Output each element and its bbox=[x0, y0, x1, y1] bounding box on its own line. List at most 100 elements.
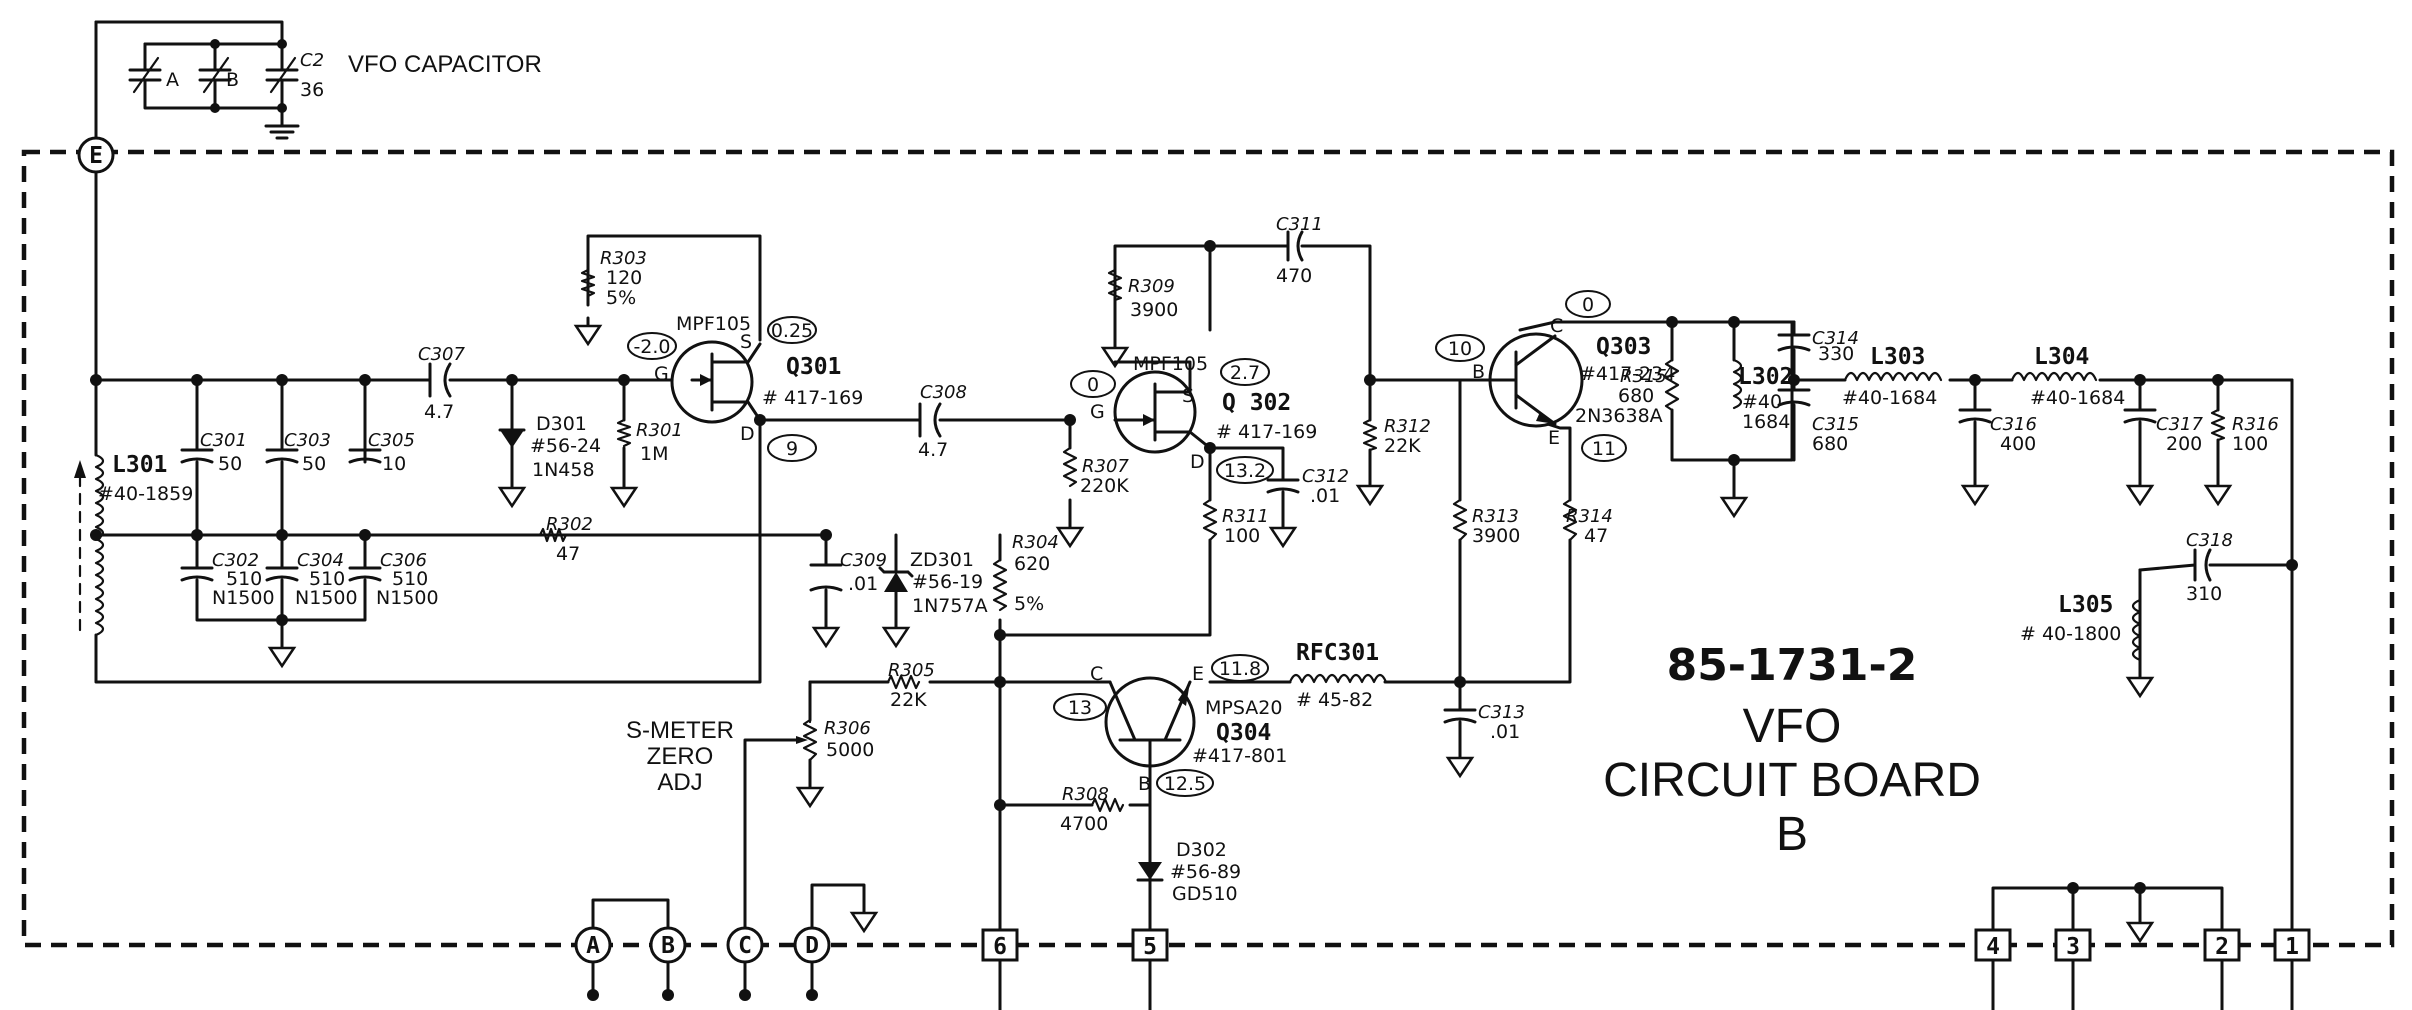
terminal-4-label: 4 bbox=[1986, 934, 2000, 960]
terminal-2: 2 bbox=[2203, 928, 2241, 962]
r313-ref: R313 bbox=[1472, 506, 1519, 527]
r303-ref: R303 bbox=[600, 248, 647, 269]
l301-part: #40-1859 bbox=[98, 483, 193, 505]
c311-value: 470 bbox=[1276, 265, 1312, 287]
c313-ref: C313 bbox=[1478, 702, 1525, 723]
r307-ref: R307 bbox=[1082, 456, 1129, 477]
s-meter-line1: S-METER bbox=[626, 717, 734, 744]
q303-ref: Q303 bbox=[1596, 334, 1651, 360]
q304-ref: Q304 bbox=[1216, 720, 1271, 746]
terminal-e-label: E bbox=[89, 143, 103, 169]
component-labels: L301 #40-1859 C301 50 C303 50 C305 10 C3… bbox=[98, 214, 2279, 905]
zd301-type: 1N757A bbox=[912, 595, 988, 617]
c2-label: C2 bbox=[300, 50, 324, 71]
q304-b: B bbox=[1138, 773, 1151, 795]
l302-part1: #40- bbox=[1742, 391, 1789, 413]
r306-potentiometer bbox=[796, 718, 812, 744]
q301-s: S bbox=[740, 331, 752, 353]
l304-ref: L304 bbox=[2034, 344, 2089, 370]
c304-value: 510 bbox=[309, 568, 345, 590]
c318-value: 310 bbox=[2186, 583, 2222, 605]
l302-ref: L302 bbox=[1738, 364, 1793, 390]
c307-ref: C307 bbox=[418, 344, 465, 365]
resistor-zigzags bbox=[538, 268, 2226, 813]
vfo-capacitor: A B C2 36 VFO CAPACITOR bbox=[94, 20, 542, 142]
terminal-d: D bbox=[793, 926, 831, 964]
d301-type: 1N458 bbox=[532, 459, 595, 481]
l303-part: #40-1684 bbox=[1842, 387, 1937, 409]
c306-ref: C306 bbox=[380, 550, 427, 571]
board-title-line3: B bbox=[1776, 808, 1808, 861]
c308-value: 4.7 bbox=[918, 439, 948, 461]
voltage-markers: -2.0 0.25 9 0 2.7 13.2 10 0 11 13 11.8 1… bbox=[627, 290, 1627, 797]
c302-tc: N1500 bbox=[212, 587, 275, 609]
board-outline bbox=[21, 149, 2395, 948]
c315-ref: C315 bbox=[1812, 414, 1859, 435]
terminal-6: 6 bbox=[981, 928, 1019, 962]
c306-value: 510 bbox=[392, 568, 428, 590]
s-meter-line2: ZERO bbox=[647, 743, 714, 770]
c317-ref: C317 bbox=[2156, 414, 2203, 435]
terminal-b-label: B bbox=[661, 933, 675, 959]
c312-value: .01 bbox=[1310, 485, 1340, 507]
r315-ref: R315 bbox=[1620, 366, 1667, 387]
r301-ref: R301 bbox=[636, 420, 683, 441]
d302-type: GD510 bbox=[1172, 883, 1238, 905]
vfo-capacitor-title: VFO CAPACITOR bbox=[348, 51, 542, 78]
l303-ref: L303 bbox=[1870, 344, 1925, 370]
terminal-a-label: A bbox=[586, 933, 600, 959]
c314-value: 330 bbox=[1818, 343, 1854, 365]
r305-ref: R305 bbox=[888, 660, 935, 681]
d302-ref: D302 bbox=[1176, 839, 1227, 861]
r306-value: 5000 bbox=[826, 739, 874, 761]
junction-dots bbox=[90, 240, 2298, 1001]
q301-symbol bbox=[670, 340, 762, 424]
c316-value: 400 bbox=[2000, 433, 2036, 455]
q301-ref: Q301 bbox=[786, 354, 841, 380]
terminal-3: 3 bbox=[2054, 928, 2092, 962]
q304-symbol bbox=[1104, 676, 1196, 768]
q304-v-e: 11.8 bbox=[1219, 658, 1261, 680]
terminal-6-label: 6 bbox=[993, 934, 1007, 960]
l302-part2: 1684 bbox=[1742, 411, 1790, 433]
s-meter-label: S-METER ZERO ADJ bbox=[626, 717, 734, 796]
q304-part: #417-801 bbox=[1192, 745, 1287, 767]
q301-v-s: 0.25 bbox=[771, 320, 813, 342]
terminal-3-label: 3 bbox=[2066, 934, 2080, 960]
board-part-number: 85-1731-2 bbox=[1667, 640, 1918, 691]
c303-value: 50 bbox=[302, 453, 326, 475]
terminal-2-label: 2 bbox=[2215, 934, 2229, 960]
r316-value: 100 bbox=[2232, 433, 2268, 455]
q301-v-g: -2.0 bbox=[633, 336, 670, 358]
r313-value: 3900 bbox=[1472, 525, 1520, 547]
terminal-5-label: 5 bbox=[1143, 934, 1157, 960]
c303-ref: C303 bbox=[284, 430, 331, 451]
r316-ref: R316 bbox=[2232, 414, 2279, 435]
q301-part: # 417-169 bbox=[762, 387, 863, 409]
d302-part: #56-89 bbox=[1170, 861, 1241, 883]
inductor-coils bbox=[74, 358, 2142, 684]
r315-value: 680 bbox=[1618, 385, 1654, 407]
r312-value: 22K bbox=[1384, 435, 1421, 457]
terminal-b: B bbox=[649, 926, 687, 964]
board-title: 85-1731-2 VFO CIRCUIT BOARD B bbox=[1603, 640, 1981, 861]
q302-v-d: 13.2 bbox=[1224, 460, 1266, 482]
zd301-ref: ZD301 bbox=[910, 549, 974, 571]
c301-value: 50 bbox=[218, 453, 242, 475]
capacitor-plates bbox=[180, 230, 2212, 724]
c311-ref: C311 bbox=[1276, 214, 1323, 235]
r314-ref: R314 bbox=[1566, 506, 1613, 527]
q302-type: MPF105 bbox=[1133, 353, 1208, 375]
q304-v-b: 12.5 bbox=[1164, 773, 1206, 795]
q303-b: B bbox=[1472, 361, 1485, 383]
c301-ref: C301 bbox=[200, 430, 247, 451]
q304-c: C bbox=[1090, 663, 1103, 685]
terminal-e: E bbox=[77, 136, 115, 174]
c318-ref: C318 bbox=[2186, 530, 2233, 551]
s-meter-line3: ADJ bbox=[657, 769, 702, 796]
r314-value: 47 bbox=[1584, 525, 1608, 547]
q303-e: E bbox=[1548, 427, 1560, 449]
zd301-part: #56-19 bbox=[912, 571, 983, 593]
c314-ref: C314 bbox=[1812, 328, 1859, 349]
